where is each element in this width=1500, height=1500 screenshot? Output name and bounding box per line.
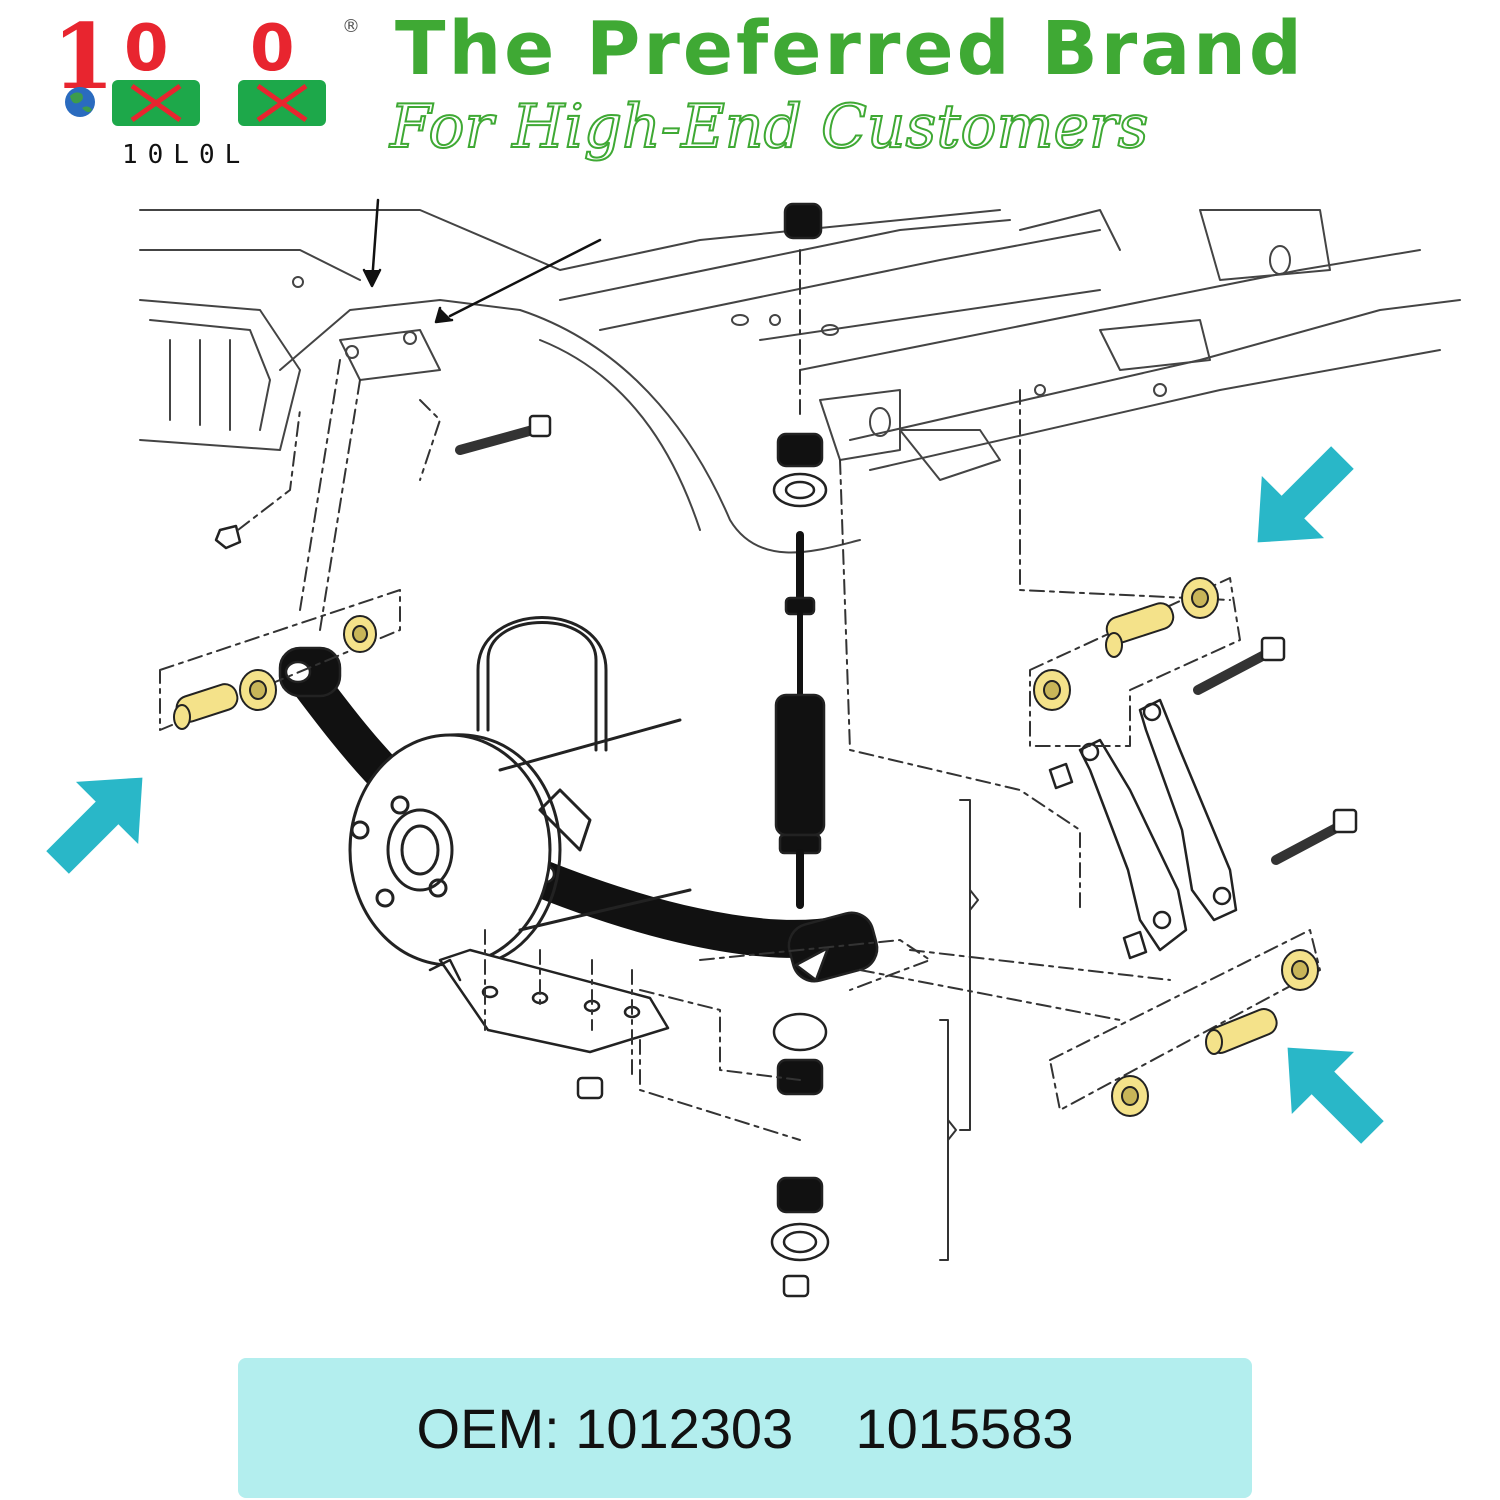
svg-text:0: 0	[250, 12, 295, 86]
shackle-plates	[1048, 636, 1358, 960]
lower-mount-stack	[770, 1012, 830, 1298]
left-sleeve	[173, 683, 239, 730]
shock-absorber	[774, 531, 826, 909]
arrow-icon	[46, 777, 143, 874]
u-bolt	[476, 616, 608, 752]
logo-block-left: 0	[112, 12, 200, 126]
oem-numbers: OEM: 1012303 1015583	[416, 1396, 1074, 1460]
highlighted-bushings	[173, 577, 1319, 1117]
callout-arrows	[46, 446, 1384, 1144]
logo-wordmark: 10L0L	[122, 140, 251, 170]
tagline: For High-End Customers	[389, 91, 1149, 163]
mid-right-bushing	[1033, 669, 1071, 711]
upper-mount-stack	[214, 202, 828, 550]
suspension-diagram	[46, 198, 1461, 1298]
registered-mark: ®	[342, 16, 360, 37]
left-bushing-rear	[343, 615, 377, 653]
globe-icon	[65, 87, 95, 117]
left-bushing-front	[239, 669, 277, 711]
spring-plate	[428, 948, 670, 1100]
oem-number-box: OEM: 1012303 1015583	[238, 1358, 1252, 1498]
lower-right-sleeve	[1205, 1008, 1278, 1055]
bracket-lines	[939, 799, 979, 1261]
lower-right-bushing-front	[1111, 1075, 1149, 1117]
assembly-guide-lines	[159, 249, 1321, 1141]
upper-right-sleeve	[1105, 602, 1175, 658]
pointer-arrows	[362, 198, 602, 324]
logo-block-right: 0	[238, 12, 326, 126]
lower-right-bushing-rear	[1281, 949, 1319, 991]
svg-text:0: 0	[124, 12, 169, 86]
brand-logo: 1 0 0 ®	[52, 4, 372, 180]
arrow-icon	[1257, 446, 1354, 543]
headline: The Preferred Brand	[395, 6, 1305, 92]
arrow-icon	[1287, 1047, 1384, 1144]
upper-right-bushing	[1181, 577, 1219, 619]
